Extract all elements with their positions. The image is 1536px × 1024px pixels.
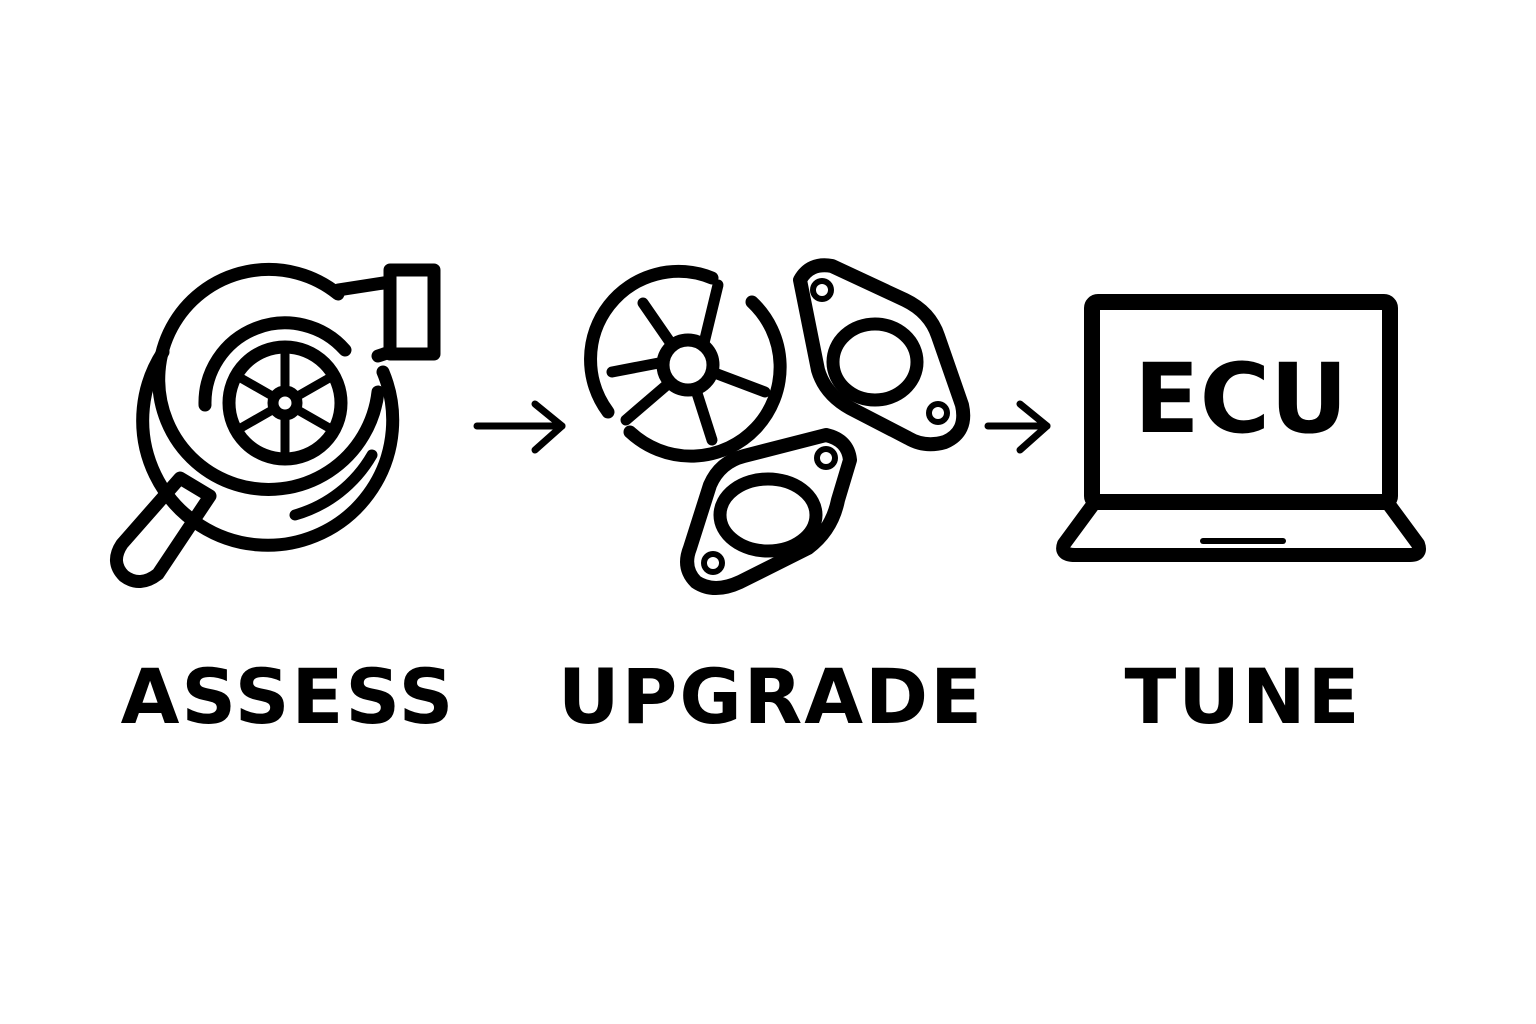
step-label-assess: ASSESS	[121, 652, 456, 741]
step-label-tune: TUNE	[1124, 652, 1361, 741]
turbocharger-magnifier-icon	[110, 262, 441, 588]
laptop-ecu-icon: ECU	[1056, 294, 1426, 562]
arrow-right-icon	[473, 400, 566, 454]
laptop-screen-text: ECU	[1134, 343, 1348, 455]
turbine-wheel-and-gaskets-icon	[584, 258, 971, 595]
step-label-upgrade: UPGRADE	[558, 652, 984, 741]
arrow-right-icon	[984, 400, 1051, 454]
